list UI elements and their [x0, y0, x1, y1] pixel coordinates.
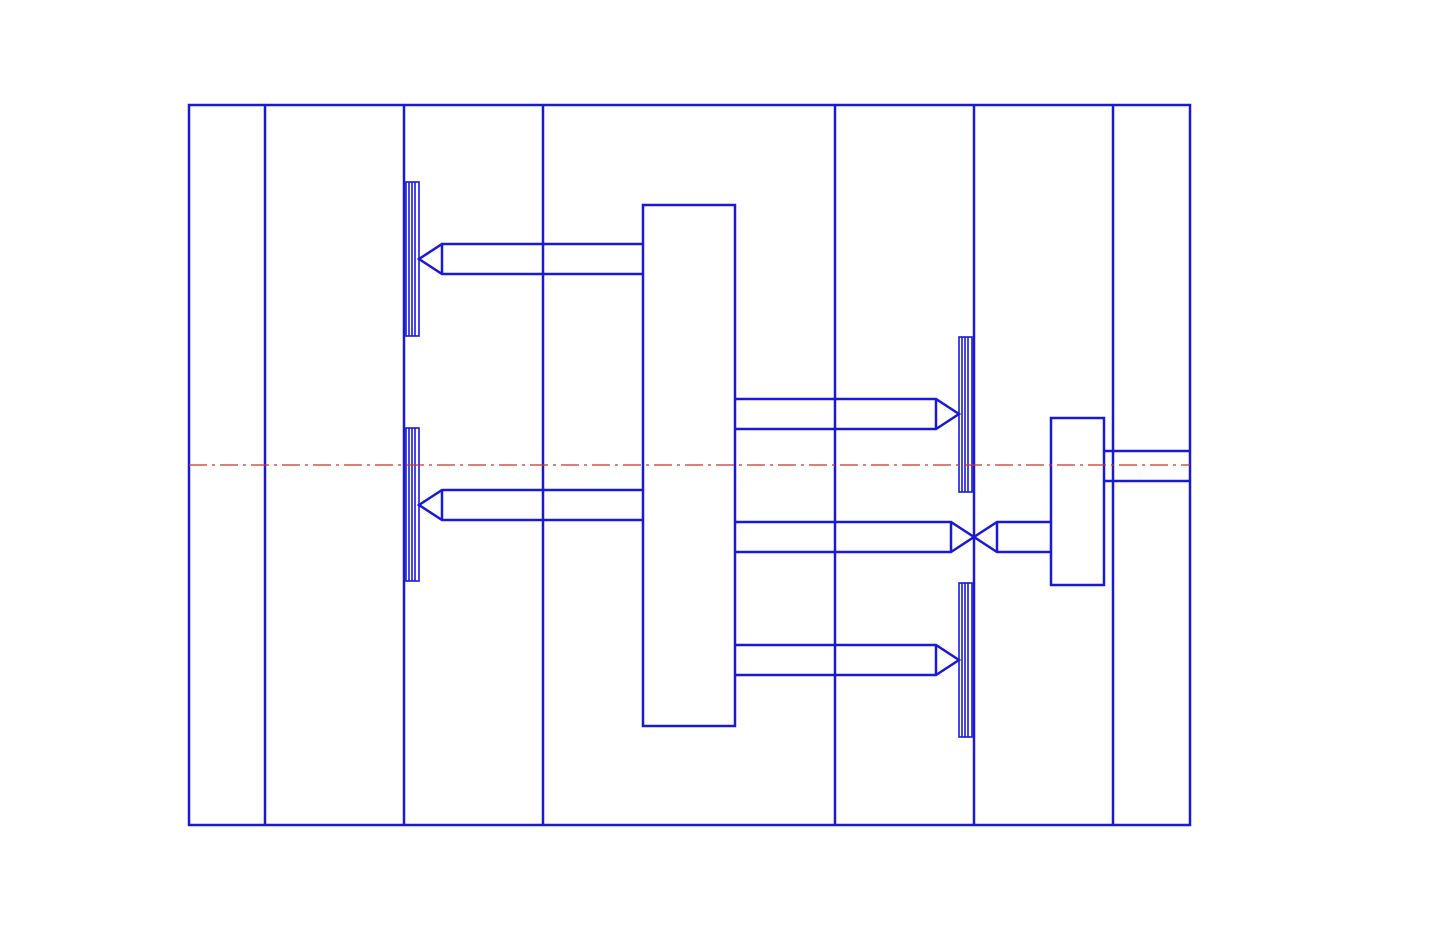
- small-block-arrow: [971, 520, 1051, 554]
- left-arrow-upper: [416, 242, 643, 276]
- central-block: [641, 203, 737, 728]
- right-plate-upper: [958, 336, 973, 493]
- small-right-block: [1049, 416, 1106, 587]
- output-shaft: [1104, 449, 1190, 483]
- right-plate-lower: [958, 582, 973, 738]
- left-arrow-lower: [416, 488, 643, 522]
- right-arrow-middle: [735, 520, 977, 554]
- left-plate-upper: [405, 181, 420, 337]
- right-arrow-lower: [735, 643, 962, 677]
- section-dividers: [263, 105, 1115, 825]
- left-plate-lower: [405, 427, 420, 582]
- right-arrow-upper: [735, 397, 962, 431]
